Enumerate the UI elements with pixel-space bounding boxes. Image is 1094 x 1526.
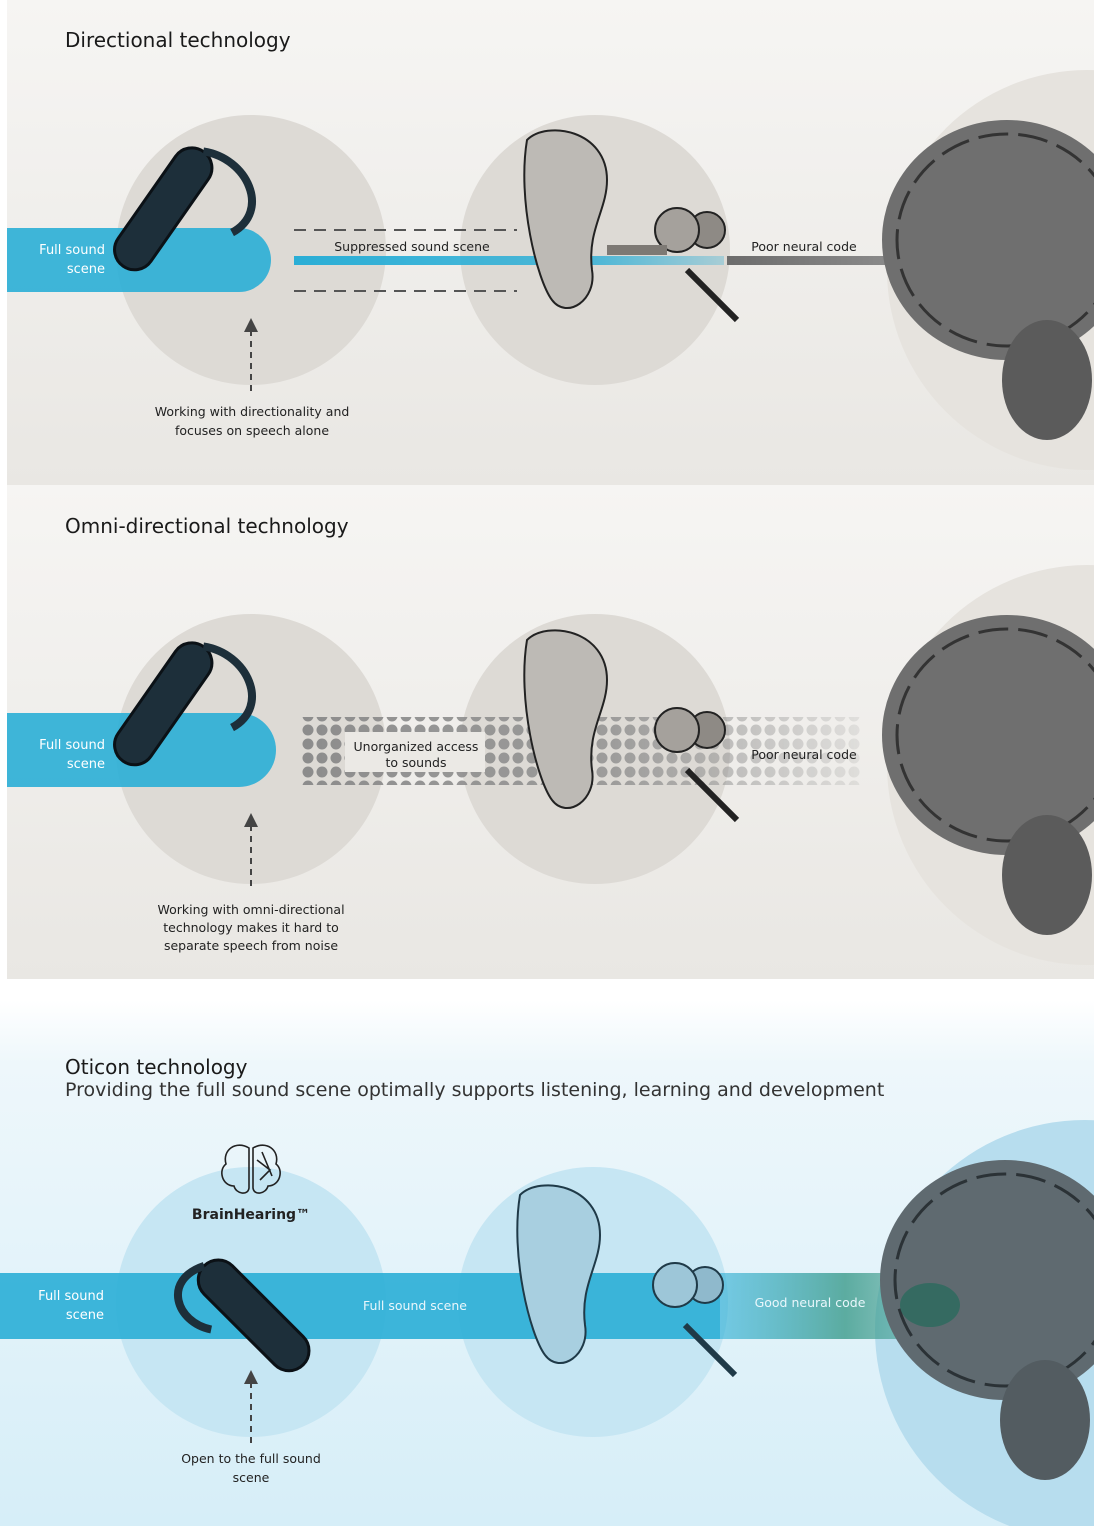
neural-label: Good neural code — [754, 1295, 866, 1310]
note-label: Working with omni-directional technology… — [157, 902, 345, 953]
note-label: Open to the full sound scene — [181, 1451, 321, 1485]
oticon-diagram — [0, 1120, 1094, 1526]
omni-directional-panel: Omni-directional technology — [7, 485, 1094, 979]
note-label: Working with directionality and focuses … — [154, 404, 350, 438]
up-arrow-icon — [244, 813, 258, 827]
input-label: Full sound scene — [39, 738, 105, 772]
brain-icon — [880, 1160, 1094, 1480]
stream-label: Unorganized access to sounds — [353, 739, 479, 770]
directional-diagram — [7, 70, 1094, 470]
brain-icon — [882, 615, 1094, 935]
ear-icon — [523, 629, 740, 823]
section-title: Directional technology — [65, 28, 291, 52]
ear-icon — [516, 1184, 738, 1378]
neural-label: Poor neural code — [751, 747, 857, 762]
section-subtitle: Providing the full sound scene optimally… — [65, 1079, 885, 1101]
oticon-panel: Oticon technology Providing the full sou… — [0, 1000, 1094, 1526]
hearing-aid-icon — [113, 641, 256, 767]
brain-logo-icon — [221, 1144, 281, 1194]
up-arrow-icon — [244, 1370, 258, 1384]
directional-panel: Directional technology — [7, 0, 1094, 485]
neural-label: Poor neural code — [751, 239, 857, 254]
full-stream — [0, 1273, 720, 1339]
hearing-aid-icon — [113, 146, 256, 272]
section-title: Oticon technology — [65, 1055, 248, 1079]
hearing-aid-icon — [174, 1258, 311, 1373]
brain-icon — [882, 120, 1094, 440]
section-title: Omni-directional technology — [65, 514, 349, 538]
suppressed-stream — [294, 256, 724, 265]
brand-label: BrainHearing™ — [191, 1207, 311, 1223]
stream-label: Suppressed sound scene — [334, 239, 490, 254]
omni-diagram — [7, 565, 1094, 965]
input-label: Full sound scene — [38, 1289, 104, 1323]
up-arrow-icon — [244, 318, 258, 332]
ear-icon — [523, 129, 740, 323]
input-label: Full sound scene — [39, 243, 105, 277]
stream-label: Full sound scene — [363, 1298, 467, 1313]
neural-stream — [727, 256, 887, 265]
